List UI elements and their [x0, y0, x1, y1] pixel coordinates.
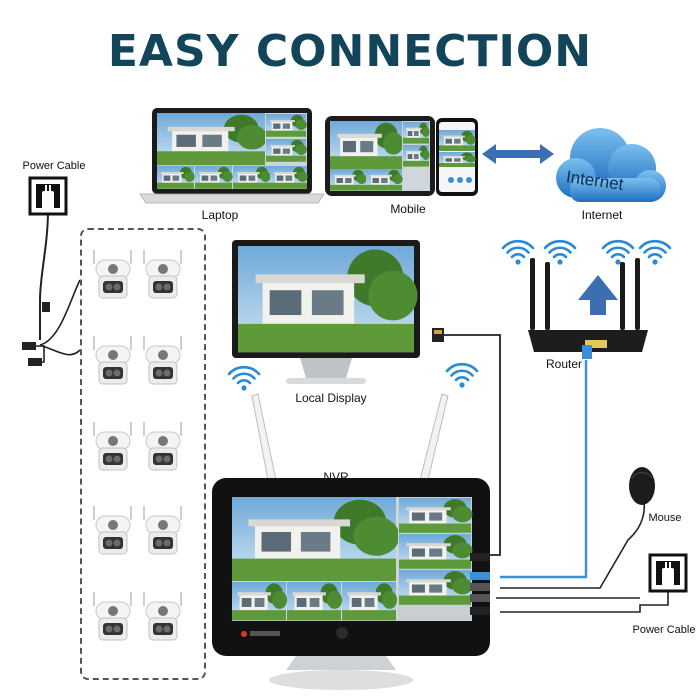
mobile-devices: [325, 116, 478, 196]
wifi-router-right-icon: [601, 239, 635, 266]
nvr-monitor: [212, 393, 490, 690]
laptop: [139, 108, 325, 204]
wifi-router-far-icon: [638, 239, 672, 266]
power-socket-left-icon: [22, 176, 68, 366]
power-cable-right-label: Power Cable: [632, 624, 696, 636]
local-display: [232, 240, 444, 384]
local-display-label: Local Display: [295, 391, 367, 405]
internet-cloud-icon: [556, 128, 666, 202]
page-title: EASY CONNECTION: [107, 26, 593, 77]
wifi-router-mid-icon: [543, 239, 577, 266]
wifi-right-icon: [445, 362, 479, 389]
wifi-left-icon: [227, 365, 261, 392]
double-arrow-horizontal-icon: [482, 144, 554, 164]
power-cable-left-label: Power Cable: [22, 160, 86, 172]
mouse-label: Mouse: [648, 512, 682, 524]
laptop-label: Laptop: [201, 208, 239, 222]
mobile-label: Mobile: [390, 202, 426, 216]
power-socket-right-icon: [648, 553, 688, 593]
mouse-icon: [629, 467, 655, 505]
nvr-label: NVR: [323, 470, 349, 484]
wifi-router-left-icon: [501, 239, 535, 266]
internet-label: Internet: [581, 208, 623, 222]
router: [528, 258, 648, 359]
camera-group-frame: [80, 228, 206, 680]
router-label: Router: [545, 357, 583, 371]
